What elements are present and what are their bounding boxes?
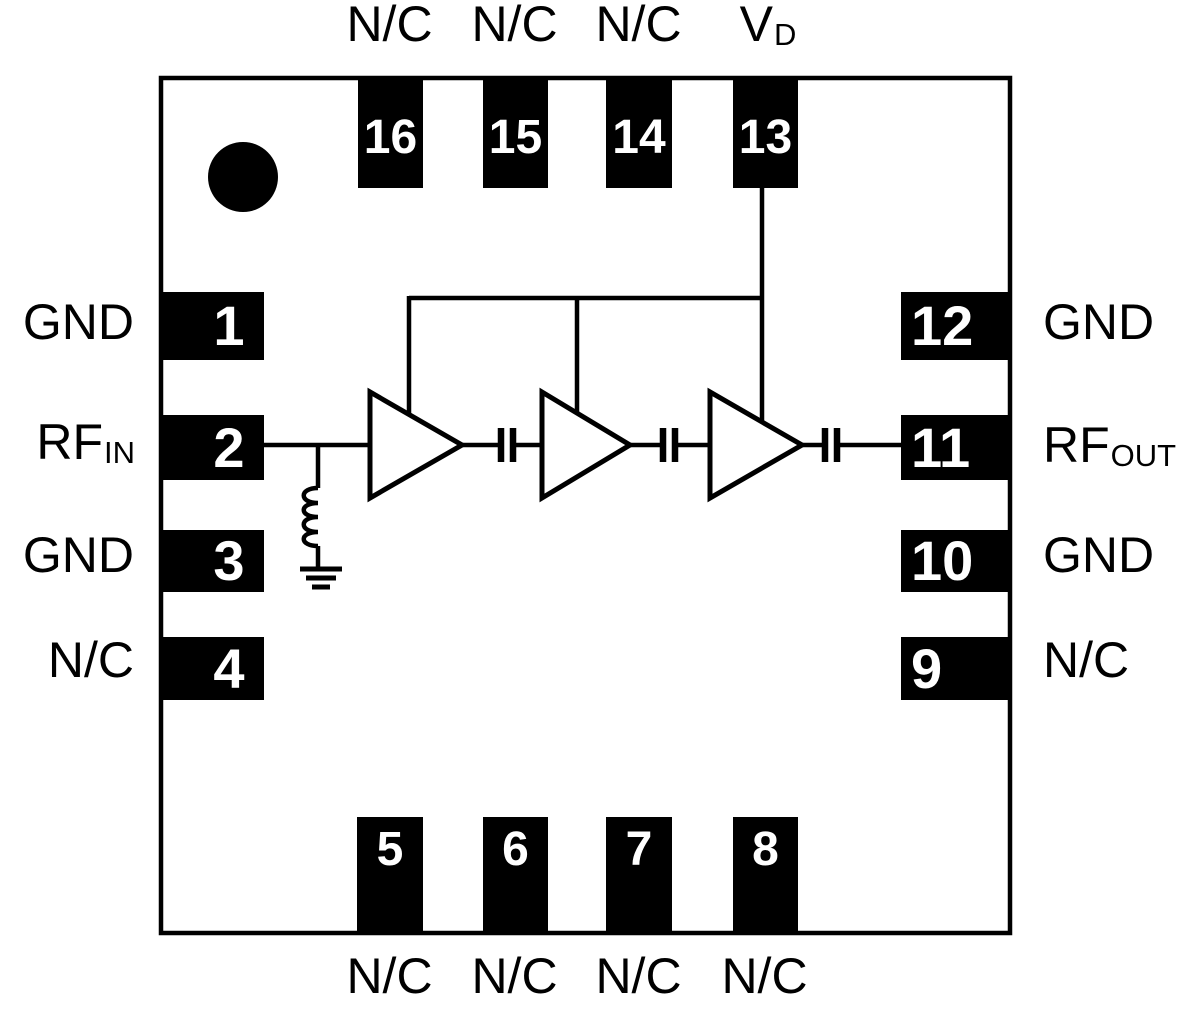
pin-5-label: N/C <box>346 950 433 1002</box>
pin-1: 1 <box>160 292 264 360</box>
pin-1-label: GND <box>0 294 135 350</box>
pin-12-label-text: GND <box>1043 294 1155 350</box>
pin-15: 15 <box>483 76 548 188</box>
pin-16-number: 16 <box>363 111 418 164</box>
pin-15-number: 15 <box>488 111 543 164</box>
pin-1-number: 1 <box>213 294 245 357</box>
pin-10: 10 <box>901 530 1012 592</box>
pin-7: 7 <box>606 817 672 935</box>
pin-9-label-text: N/C <box>1043 632 1130 688</box>
coupling-capacitors <box>497 428 841 462</box>
pin-2: 2 <box>160 415 264 480</box>
pin-15-label-text: N/C <box>471 0 558 52</box>
pin-7-number: 7 <box>625 823 653 876</box>
pin-14-label: N/C <box>595 0 682 50</box>
pin-16-label-text: N/C <box>346 0 433 52</box>
pin-11-label-sub: OUT <box>1110 438 1177 473</box>
pin-16: 16 <box>358 76 423 188</box>
shunt-inductor-coil <box>301 485 319 549</box>
pin-11: 11 <box>901 415 1012 480</box>
pin-12: 12 <box>901 292 1012 360</box>
coupling-capacitor-3 <box>821 428 841 462</box>
pin-12-label: GND <box>1043 294 1200 350</box>
pin-14-number: 14 <box>612 111 666 164</box>
pin-7-label: N/C <box>595 950 682 1002</box>
pin-6: 6 <box>483 817 548 935</box>
pin-12-number: 12 <box>911 294 974 357</box>
pin-4-label: N/C <box>0 632 135 688</box>
pin-11-label-text: RF <box>1043 417 1110 473</box>
pin-10-label: GND <box>1043 527 1200 583</box>
pin-13-label-text: V <box>739 0 773 52</box>
pin-3-number: 3 <box>213 529 245 592</box>
pin-4-label-text: N/C <box>47 632 134 688</box>
pin-9-number: 9 <box>911 636 943 700</box>
pin-10-label-text: GND <box>1043 527 1155 583</box>
package-outline <box>158 75 1013 936</box>
pin-2-label-text: RF <box>36 414 103 470</box>
pin-13-number: 13 <box>738 111 793 164</box>
pin-14: 14 <box>606 76 672 188</box>
pin-10-number: 10 <box>911 529 974 592</box>
pin-3: 3 <box>160 530 264 592</box>
pin-9-label: N/C <box>1043 632 1200 688</box>
pin-3-label-text: GND <box>22 527 134 583</box>
pin-7-label-text: N/C <box>595 948 682 1004</box>
pin-4: 4 <box>160 637 264 700</box>
pin-15-label: N/C <box>471 0 558 50</box>
pin-5-number: 5 <box>376 823 404 876</box>
pin-1-label-text: GND <box>22 294 134 350</box>
ground-symbol <box>300 566 342 590</box>
signal-traces <box>264 187 901 568</box>
pin-13: 13 <box>733 76 798 188</box>
coupling-capacitor-1 <box>497 428 517 462</box>
pin-6-number: 6 <box>502 823 529 876</box>
pin-8-label: N/C <box>721 950 808 1002</box>
pin-4-number: 4 <box>213 636 245 700</box>
pin-3-label: GND <box>0 527 135 583</box>
pin-2-number: 2 <box>213 415 245 479</box>
pin1-indicator-dot <box>208 142 278 212</box>
pin-8: 8 <box>733 817 798 935</box>
pin-8-label-text: N/C <box>721 948 808 1004</box>
pin-2-label-sub: IN <box>104 435 135 470</box>
pin-9: 9 <box>901 637 1012 700</box>
pin-6-label: N/C <box>471 950 558 1002</box>
pin-16-label: N/C <box>346 0 433 50</box>
pin-5: 5 <box>357 817 423 935</box>
pin-8-number: 8 <box>752 823 779 876</box>
pin-11-number: 11 <box>911 415 971 479</box>
pin-6-label-text: N/C <box>471 948 558 1004</box>
pin-5-label-text: N/C <box>346 948 433 1004</box>
coupling-capacitor-2 <box>659 428 679 462</box>
pin-14-label-text: N/C <box>595 0 682 52</box>
pin-13-label-sub: D <box>773 17 797 52</box>
